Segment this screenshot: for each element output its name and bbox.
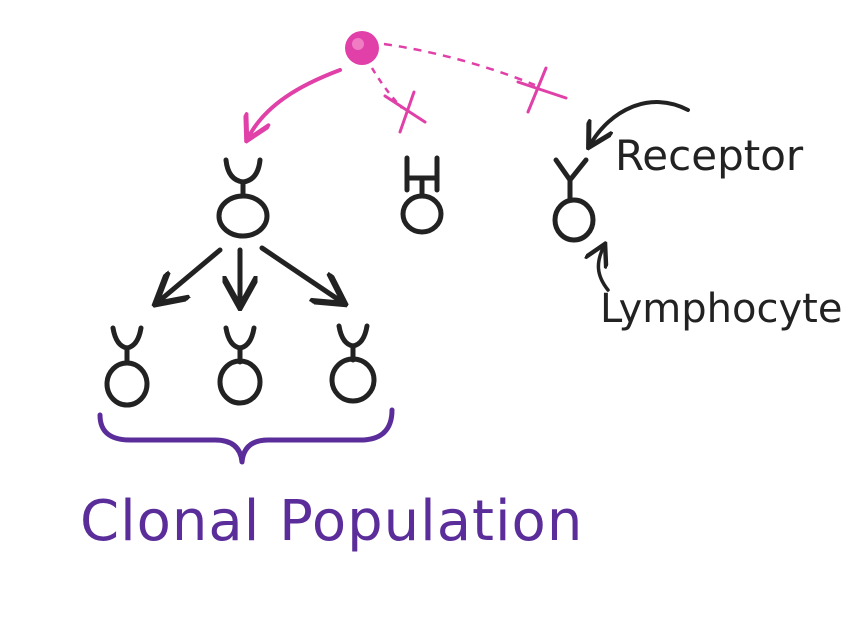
receptor-label: Receptor	[615, 131, 804, 180]
lymphocyte-arrow	[598, 246, 610, 292]
receptor-cup	[223, 157, 263, 185]
arrow-to-clone-left	[158, 247, 223, 302]
clonal-brace	[97, 407, 395, 465]
middle-lymphocyte	[400, 155, 444, 235]
clonal-population-label: Clonal Population	[80, 489, 583, 554]
cross-mark-right	[516, 80, 568, 100]
no-binding-middle	[370, 67, 427, 134]
selected-lymphocyte	[216, 157, 270, 239]
clone-cell-3	[329, 323, 377, 404]
clone-cell-1	[104, 325, 150, 408]
lymphocyte-label: Lymphocyte	[600, 286, 842, 332]
antigen-binding-arrow	[248, 68, 342, 138]
clone-cell-2	[217, 325, 263, 406]
antigen	[345, 31, 379, 65]
receptor-arrow	[590, 100, 690, 145]
proliferation-arrows	[158, 245, 342, 304]
no-binding-right	[383, 42, 568, 114]
cross-mark-middle	[383, 94, 427, 124]
right-lymphocyte	[552, 157, 596, 243]
arrow-to-clone-right	[259, 245, 342, 302]
